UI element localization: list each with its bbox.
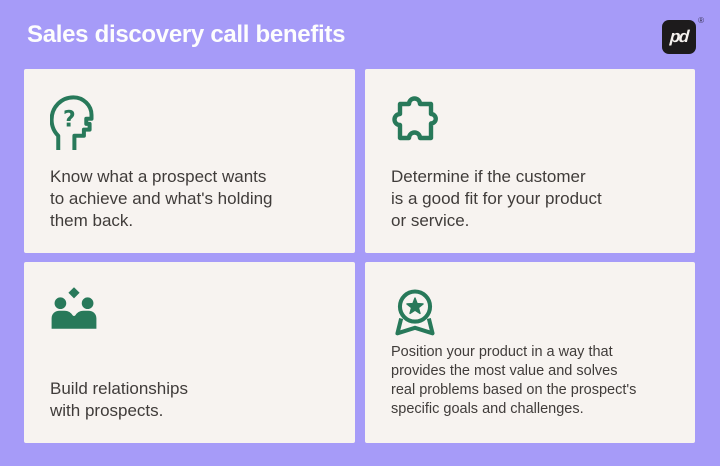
people-handshake-icon [50,287,98,329]
benefits-grid: ? Know what a prospect wants to achieve … [24,69,695,443]
page-title: Sales discovery call benefits [27,21,346,48]
pandadoc-logo-text: pd [669,27,689,46]
benefit-card-position-product: Position your product in a way that prov… [365,262,695,443]
benefit-text: Determine if the customer is a good fit … [391,167,602,230]
pandadoc-logo: pd ® [662,16,704,54]
registered-trademark-mark: ® [698,16,704,25]
benefit-card-know-prospect: ? Know what a prospect wants to achieve … [24,69,355,253]
benefit-text: Build relationships with prospects. [50,379,188,420]
benefit-card-good-fit: Determine if the customer is a good fit … [365,69,695,253]
svg-text:?: ? [63,107,76,132]
head-question-icon: ? [49,94,95,151]
benefit-card-relationships: Build relationships with prospects. [24,262,355,443]
benefit-text: Know what a prospect wants to achieve an… [50,167,273,230]
puzzle-piece-icon [391,94,440,143]
award-ribbon-icon [391,287,439,339]
benefit-text: Position your product in a way that prov… [391,344,637,417]
header: Sales discovery call benefits pd ® [0,0,720,69]
